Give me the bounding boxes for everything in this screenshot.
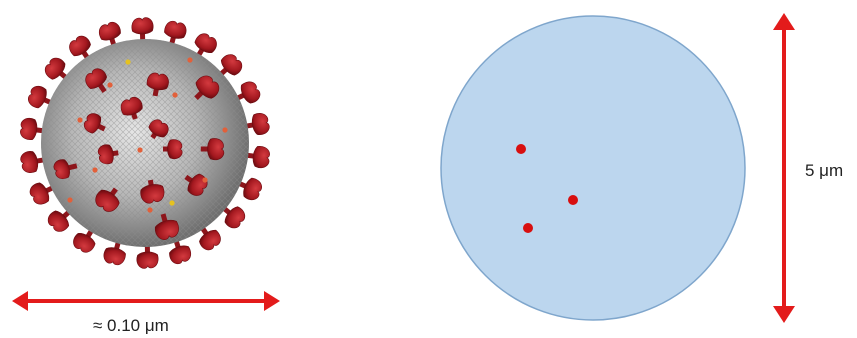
particle-dot [516, 144, 526, 154]
surface-protein-dot [202, 177, 207, 182]
surface-protein-dot [222, 127, 227, 132]
virus-scale-label: ≈ 0.10 μm [93, 316, 169, 335]
particle-dot [523, 223, 533, 233]
surface-protein-dot [77, 117, 82, 122]
surface-protein-dot [125, 59, 130, 64]
surface-protein-dot [67, 197, 72, 202]
coronavirus-illustration [19, 17, 270, 268]
cell-scale-arrow [773, 13, 795, 323]
surface-protein-dot [147, 207, 152, 212]
surface-protein-dot [169, 200, 174, 205]
surface-protein-dot [92, 167, 97, 172]
surface-protein-dot [107, 82, 112, 87]
surface-protein-dot [187, 57, 192, 62]
cell-circle [441, 16, 745, 320]
cell-scale-label: 5 μm [805, 161, 843, 180]
virus-scale-arrow [12, 291, 280, 311]
particle-dot [568, 195, 578, 205]
surface-protein-dot [172, 92, 177, 97]
surface-protein-dot [137, 147, 142, 152]
